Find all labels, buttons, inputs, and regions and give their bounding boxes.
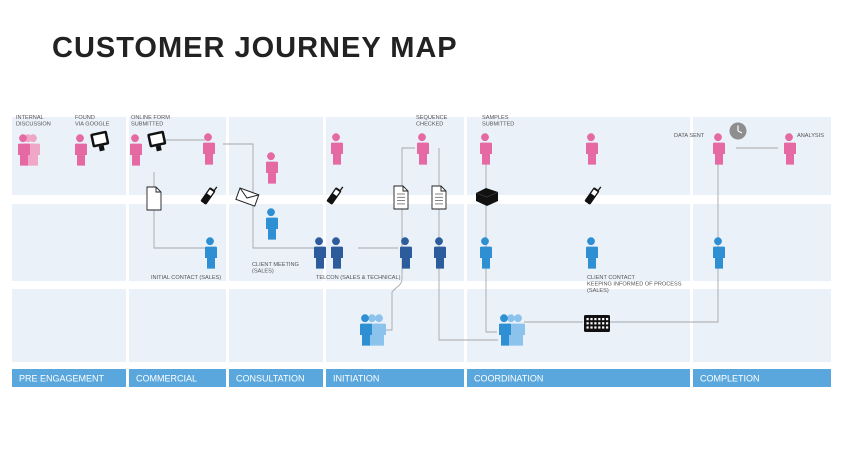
plate-well — [594, 322, 597, 325]
envelope-body — [235, 187, 260, 207]
phase-label: CONSULTATION — [236, 374, 305, 384]
label-analysis: ANALYSIS — [797, 133, 824, 139]
plate-well — [594, 326, 597, 329]
clock-icon — [729, 122, 747, 140]
plate-well — [602, 318, 605, 321]
phone-antenna — [339, 186, 344, 191]
phase-label: COMPLETION — [700, 374, 760, 384]
phone-screen — [207, 189, 214, 197]
plate-well — [598, 322, 601, 325]
connector-line — [438, 258, 498, 341]
plate-well — [598, 318, 601, 321]
label-data-sent: DATA SENT — [674, 133, 705, 139]
plate-well — [606, 326, 609, 329]
phone-antenna — [213, 186, 218, 191]
lane-cell — [467, 117, 690, 195]
lane-cell — [229, 204, 323, 281]
monitor-icon — [90, 130, 110, 152]
label-telcon: TELCON (SALES & TECHNICAL) — [316, 275, 401, 281]
clock-hands — [737, 125, 743, 134]
connector-line — [609, 162, 719, 323]
phase-segment — [326, 369, 464, 387]
lane-cell — [326, 204, 464, 281]
plate-well — [586, 318, 589, 321]
plate-well — [590, 322, 593, 325]
document-fold — [155, 187, 161, 193]
lane-cell — [12, 204, 126, 281]
sequence-plate-icon — [584, 315, 610, 332]
phase-segment — [12, 369, 126, 387]
plate-well — [594, 318, 597, 321]
team-group-icon — [498, 314, 525, 346]
document-fold — [440, 186, 446, 192]
document-fold — [402, 186, 408, 192]
team-group-icon — [359, 314, 386, 346]
lane-cell — [12, 289, 126, 362]
sequence-document-icon — [431, 185, 447, 210]
page-title: CUSTOMER JOURNEY MAP — [52, 32, 458, 64]
sequence-document-icon — [393, 185, 409, 210]
monitor-screen — [92, 133, 107, 145]
lane-cell — [326, 289, 464, 362]
box-edge — [475, 191, 499, 198]
phone-screen — [591, 189, 598, 197]
monitor-stand — [155, 145, 162, 152]
label-client-meeting: CLIENT MEETING(SALES) — [252, 262, 299, 275]
plate-well — [606, 318, 609, 321]
lane-cell — [693, 204, 831, 281]
plate-well — [602, 322, 605, 325]
phone-antenna — [597, 186, 602, 191]
phase-label: COMMERCIAL — [136, 374, 197, 384]
connector-line — [485, 152, 497, 333]
sample-box-icon — [475, 188, 499, 206]
plate-well — [598, 326, 601, 329]
form-document-icon — [146, 186, 162, 211]
plate-well — [586, 322, 589, 325]
lane-cell — [467, 204, 690, 281]
plate-well — [586, 326, 589, 329]
lane-cell — [326, 117, 464, 195]
phase-segment — [467, 369, 690, 387]
phase-segment — [693, 369, 831, 387]
plate-well — [602, 326, 605, 329]
lane-cell — [693, 117, 831, 195]
phase-segment — [229, 369, 323, 387]
label-initial-contact: INITIAL CONTACT (SALES) — [151, 275, 221, 281]
lane-cell — [129, 289, 226, 362]
mobile-phone-icon — [200, 186, 218, 205]
phone-screen — [333, 189, 340, 197]
envelope-icon — [235, 187, 260, 207]
phase-label: PRE ENGAGEMENT — [19, 374, 105, 384]
mobile-phone-icon — [326, 186, 344, 205]
connector-line — [382, 258, 403, 331]
mobile-phone-icon — [584, 186, 602, 205]
document-page — [146, 186, 162, 211]
phase-segment — [129, 369, 226, 387]
plate-well — [606, 322, 609, 325]
monitor-screen — [149, 133, 164, 145]
lane-cell — [693, 289, 831, 362]
plate-well — [590, 318, 593, 321]
envelope-flap — [239, 187, 259, 199]
plate-well — [590, 326, 593, 329]
connector-line — [401, 147, 415, 248]
lane-cell — [229, 289, 323, 362]
phase-label: COORDINATION — [474, 374, 543, 384]
monitor-icon — [147, 130, 167, 152]
phase-label: INITIATION — [333, 374, 379, 384]
monitor-stand — [98, 145, 105, 152]
